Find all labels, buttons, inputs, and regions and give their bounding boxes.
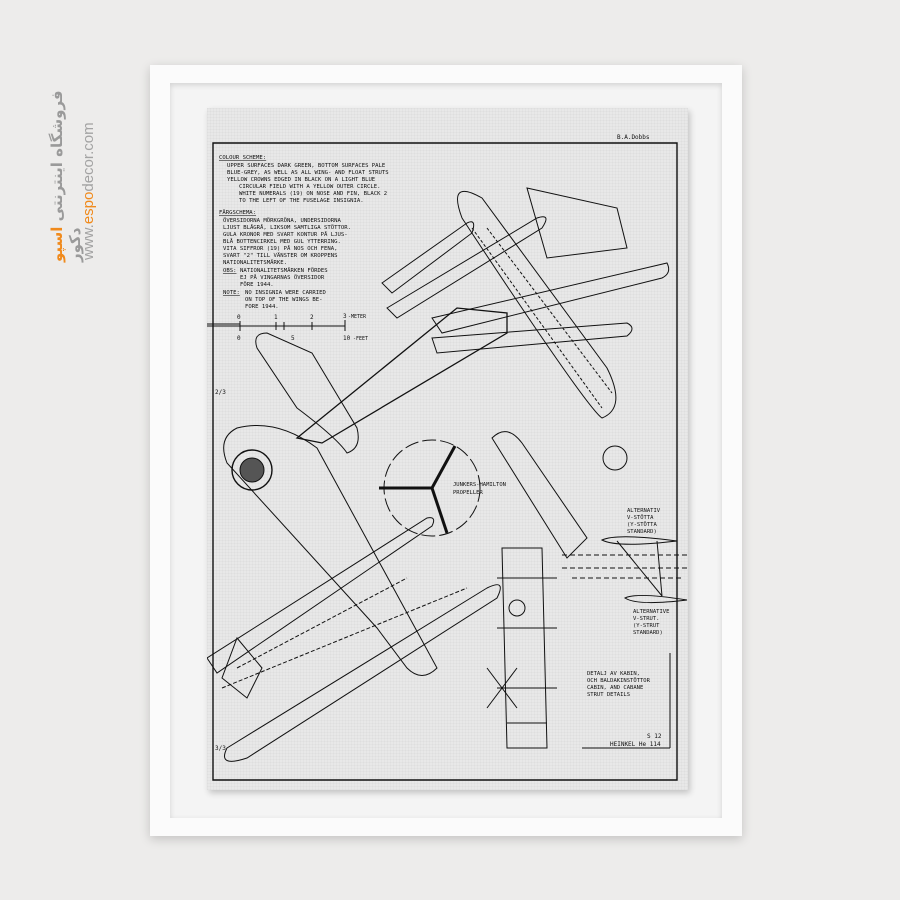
watermark-persian-brand: اسپو (48, 226, 66, 262)
title-block-lines (582, 653, 671, 749)
text-line: NATIONALITETSMÄRKE. (223, 259, 287, 266)
detail-label-line: CABIN, AND CABANE (587, 685, 643, 691)
scale-tick: 0 (237, 314, 241, 321)
text-line: ON TOP OF THE WINGS BE- (245, 297, 322, 303)
alt-strut-en-line: ALTERNATIVE (633, 609, 669, 615)
alt-strut-sv-line: V-STÖTTA (627, 514, 654, 521)
text-line: ÖVERSIDORNA MÖRKGRÖNA, UNDERSIDORNA (223, 217, 342, 224)
text-line: BLUE-GREY, AS WELL AS ALL WING- AND FLOA… (227, 170, 389, 176)
text-line: EJ PÅ VINGARNAS ÖVERSIDOR (240, 274, 325, 281)
sheet-marker-top: 2/3 (215, 389, 226, 396)
alt-strut-sv-line: (Y-STÖTTA (627, 521, 657, 528)
blueprint-canvas-print: B.A.Dobbs COLOUR SCHEME: UPPER SURFACES … (206, 108, 688, 790)
scale-tick: 5 (291, 335, 295, 342)
sheet-marker-bottom: 3/3 (215, 745, 226, 752)
blueprint-drawing: B.A.Dobbs COLOUR SCHEME: UPPER SURFACES … (206, 134, 688, 781)
detail-label-line: DETALJ AV KABIN, (587, 671, 640, 677)
text-line: YELLOW CROWNS EDGED IN BLACK ON A LIGHT … (227, 177, 376, 183)
scale-bar: 0 1 2 3 -METER 0 5 10 -FEET (207, 313, 368, 342)
aircraft-name: HEINKEL He 114 (610, 741, 661, 748)
alternative-strut-drawing (562, 536, 688, 604)
url-prefix: www. (80, 224, 97, 260)
text-line: VITA SIFFROR (19) PÅ NOS OCH FENA, (223, 245, 338, 252)
alt-strut-en-line: V-STRUT. (633, 616, 660, 622)
text-line: SVART "2" TILL VÄNSTER OM KROPPENS (223, 252, 338, 259)
colour-scheme-heading: COLOUR SCHEME: (219, 155, 266, 161)
alt-strut-labels: ALTERNATIV V-STÖTTA (Y-STÖTTA STANDARD) … (587, 508, 669, 748)
text-line: BLÅ BOTTENCIRKEL MED GUL YTTERRING. (223, 238, 341, 245)
text-line: NO INSIGNIA WERE CARRIED (245, 290, 326, 296)
url-suffix: decor.com (80, 122, 97, 192)
aircraft-bottom-view (206, 425, 588, 762)
text-line: FORE 1944. (245, 304, 279, 310)
watermark-persian-prefix: فروشگاه اینترنتی (48, 90, 66, 222)
scale-tick: 0 (237, 335, 241, 342)
colour-scheme-block: COLOUR SCHEME: UPPER SURFACES DARK GREEN… (219, 155, 389, 310)
alt-strut-en-line: (Y-STRUT (633, 623, 660, 629)
scale-tick: 10 (343, 335, 351, 342)
text-line: CIRCULAR FIELD WITH A YELLOW OUTER CIRCL… (239, 184, 380, 190)
text-line: FÖRE 1944. (240, 281, 274, 288)
sheet-number: S 12 (647, 733, 662, 740)
cabin-detail-view (486, 547, 557, 749)
text-line: GULA KRONOR MED SVART KONTUR PÅ LJUS- (223, 231, 348, 238)
fargschema-heading: FÄRGSCHEMA: (219, 209, 256, 216)
propeller-label: JUNKERS-HAMILTON (453, 482, 506, 488)
url-brand: espo (80, 191, 97, 225)
alt-strut-sv-line: ALTERNATIV (627, 508, 661, 514)
text-line: LJUST BLÅGRÅ, LIKSOM SAMTLIGA STÖTTOR. (223, 224, 351, 231)
propeller-label: PROPELLER (453, 490, 483, 496)
obs-label: OBS: (223, 268, 236, 274)
scale-tick: 1 (274, 314, 278, 321)
detail-label-line: STRUT DETAILS (587, 692, 630, 698)
watermark-persian: فروشگاه اینترنتی اسپو دکور (48, 62, 84, 262)
detail-label-line: OCH BALDAKINSTÖTTOR (587, 677, 651, 684)
text-line: WHITE NUMERALS (19) ON NOSE AND FIN, BLA… (239, 191, 387, 197)
drawing-border (212, 142, 678, 781)
text-line: UPPER SURFACES DARK GREEN, BOTTOM SURFAC… (227, 163, 386, 169)
alt-strut-en-line: STANDARD) (633, 630, 663, 636)
propeller-drawing: JUNKERS-HAMILTON PROPELLER (379, 439, 506, 537)
meter-label: -METER (348, 314, 367, 320)
aircraft-top-view (255, 187, 670, 471)
scale-tick: 2 (310, 314, 314, 321)
alt-strut-sv-line: STANDARD) (627, 529, 657, 535)
feet-label: -FEET (353, 336, 368, 342)
note-label: NOTE: (223, 290, 240, 296)
text-line: TO THE LEFT OF THE FUSELAGE INSIGNIA. (239, 198, 364, 204)
signature: B.A.Dobbs (617, 134, 650, 141)
scale-tick: 3 (343, 313, 347, 320)
text-line: NATIONALITETSMÄRKEN FÖRDES (240, 267, 328, 274)
watermark-url: www.espodecor.com (80, 70, 97, 260)
